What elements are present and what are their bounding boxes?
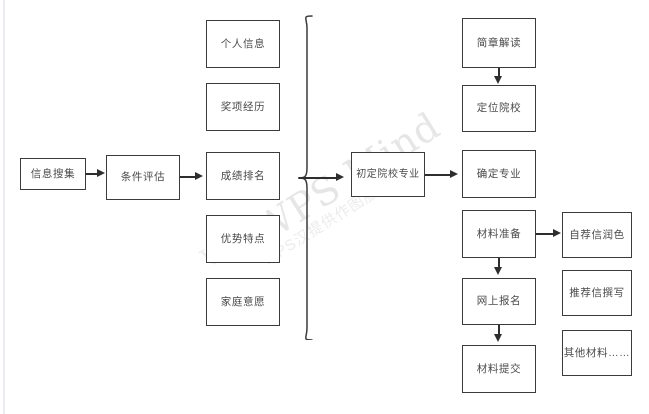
node-label: 成绩排名 xyxy=(220,169,266,182)
node-label: 信息搜集 xyxy=(30,167,76,180)
arrowhead-brochure-to-locate xyxy=(494,76,502,84)
node-label: 自荐信润色 xyxy=(569,228,625,241)
arrowhead-material-to-self-rec xyxy=(553,229,561,237)
arrowhead-condition-to-grade xyxy=(195,172,203,180)
grouping-brace xyxy=(297,15,313,340)
node-label: 网上报名 xyxy=(476,295,522,308)
node-confirm-major[interactable]: 确定专业 xyxy=(462,150,536,198)
arrowhead-brace-to-preliminary xyxy=(336,173,344,181)
connector-condition-to-grade xyxy=(180,176,197,178)
watermark-sub: WPS汉提供作图服务 xyxy=(259,175,396,269)
node-online-registration[interactable]: 网上报名 xyxy=(462,278,536,325)
node-label: 奖项经历 xyxy=(220,100,266,113)
node-label: 家庭意愿 xyxy=(220,295,266,308)
node-label: 定位院校 xyxy=(476,102,522,115)
connector-brochure-to-locate xyxy=(498,68,500,79)
node-family-wishes[interactable]: 家庭意愿 xyxy=(206,278,280,326)
node-recommendation-letter-writing[interactable]: 推荐信撰写 xyxy=(562,270,632,316)
node-locate-school[interactable]: 定位院校 xyxy=(462,85,536,132)
connector-material-to-self-rec xyxy=(536,233,557,235)
node-condition-assessment[interactable]: 条件评估 xyxy=(106,155,180,200)
node-label: 其他材料…… xyxy=(563,346,631,359)
arrowhead-online-to-submission xyxy=(494,334,502,342)
connector-online-to-submission xyxy=(498,325,500,337)
node-material-preparation[interactable]: 材料准备 xyxy=(462,210,536,258)
arrowhead-material-to-online xyxy=(494,267,502,275)
node-label: 简章解读 xyxy=(476,36,522,49)
arrowhead-info-to-condition xyxy=(97,169,105,177)
node-material-submission[interactable]: 材料提交 xyxy=(462,345,536,393)
connector-material-to-online xyxy=(498,258,500,270)
node-self-recommendation-polish[interactable]: 自荐信润色 xyxy=(562,212,632,258)
node-advantage-traits[interactable]: 优势特点 xyxy=(206,215,280,263)
arrowhead-preliminary-to-confirm xyxy=(450,170,458,178)
node-brochure-reading[interactable]: 简章解读 xyxy=(462,18,536,68)
node-label: 推荐信撰写 xyxy=(569,286,625,299)
connector-preliminary-to-confirm xyxy=(425,174,453,176)
node-personal-info[interactable]: 个人信息 xyxy=(206,20,280,68)
node-label: 条件评估 xyxy=(120,171,166,184)
node-label: 材料提交 xyxy=(476,362,522,375)
node-label: 优势特点 xyxy=(220,232,266,245)
page-edge-line xyxy=(3,0,5,414)
node-preliminary-school-major[interactable]: 初定院校专业 xyxy=(351,152,425,197)
node-label: 个人信息 xyxy=(220,37,266,50)
node-label: 材料准备 xyxy=(476,227,522,240)
node-label: 确定专业 xyxy=(476,167,522,180)
node-info-collection[interactable]: 信息搜集 xyxy=(20,158,86,190)
node-grade-ranking[interactable]: 成绩排名 xyxy=(206,152,280,200)
node-other-materials[interactable]: 其他材料…… xyxy=(562,330,632,376)
node-award-experience[interactable]: 奖项经历 xyxy=(206,83,280,131)
node-label: 初定院校专业 xyxy=(356,168,420,180)
connector-brace-to-preliminary xyxy=(299,177,340,179)
connector-info-to-condition xyxy=(86,173,99,175)
